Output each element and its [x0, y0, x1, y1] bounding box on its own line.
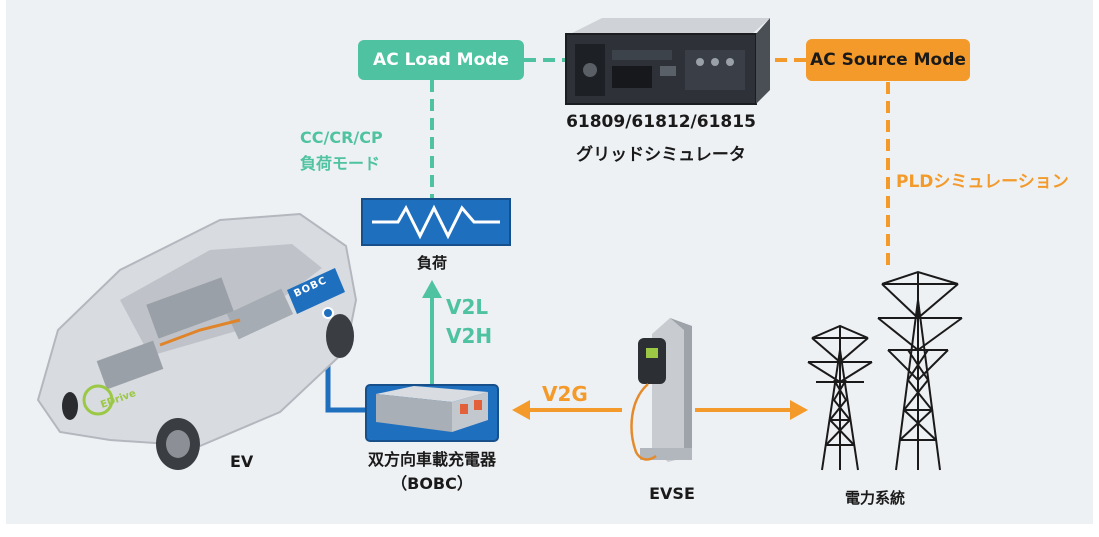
ac-load-mode-badge: AC Load Mode — [358, 40, 524, 80]
load-mode-line2: 負荷モード — [300, 154, 381, 173]
simulator-model: 61809/61812/61815 — [566, 112, 756, 132]
evse-to-grid-arrow-head — [790, 400, 808, 420]
v2l-label: V2L — [446, 295, 489, 319]
bobc-device — [365, 384, 499, 442]
bobc-label-line1: 双方向車載充電器 — [367, 450, 496, 469]
ac-source-mode-badge: AC Source Mode — [806, 39, 970, 81]
ev-car — [36, 212, 358, 470]
pld-simulation-label: PLDシミュレーション — [896, 172, 1069, 192]
load-mode-line1: CC/CR/CP — [300, 128, 383, 147]
v2h-label: V2H — [446, 324, 493, 348]
simulator-name: グリッドシミュレータ — [576, 145, 746, 165]
v2g-arrow-head — [512, 400, 530, 420]
transmission-towers — [807, 270, 963, 471]
load-box — [361, 198, 511, 246]
ev-label: EV — [230, 452, 254, 471]
load-label: 負荷 — [416, 254, 447, 272]
resistor-icon — [372, 204, 500, 240]
v2g-label: V2G — [542, 382, 588, 406]
evse-charger — [630, 318, 692, 462]
v2l-arrow-head — [422, 280, 442, 298]
grid-simulator-device — [565, 18, 770, 105]
power-grid-label: 電力系統 — [844, 489, 905, 507]
evse-label: EVSE — [649, 484, 695, 503]
bobc-label-line2: （BOBC） — [391, 474, 473, 493]
